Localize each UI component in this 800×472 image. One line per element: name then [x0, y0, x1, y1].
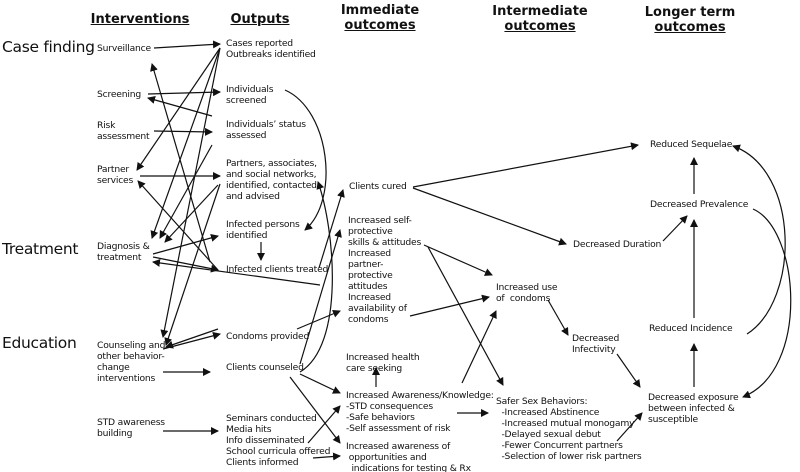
- arrow-availability-to-condom-use: [409, 294, 490, 317]
- arrow-cured-to-duration: [412, 187, 567, 246]
- arrow-treated-to-cured: [318, 189, 345, 269]
- arrow-counseled-to-partners: [299, 181, 333, 373]
- arrow-counseling-to-condoms: [162, 331, 221, 350]
- arrow-safer-sex-to-exposure: [616, 412, 643, 442]
- node-risk-assessment: Risk assessment: [97, 120, 150, 142]
- arrow-status-to-diagnosis: [159, 144, 213, 239]
- arrow-self-protective-to-condom-use: [423, 244, 493, 276]
- row-label-education: Education: [2, 334, 77, 352]
- arrow-condom-use-to-infectivity: [547, 299, 569, 336]
- arrow-cases-to-diagnosis-a: [150, 47, 221, 239]
- arrow-counseled-to-awareness-testing: [289, 376, 341, 444]
- node-reduced-sequelae: Reduced Sequelae: [650, 139, 733, 150]
- arrow-counseled-to-self-protective: [299, 229, 342, 365]
- node-safer-sex: Safer Sex Behaviors: -Increased Abstinen…: [496, 396, 642, 462]
- node-condoms-provided: Condoms provided: [226, 331, 310, 342]
- node-surveillance: Surveillance: [97, 43, 151, 54]
- header-outputs: Outputs: [230, 12, 290, 27]
- arrow-infectivity-to-exposure: [616, 353, 641, 388]
- arrow-awareness-to-condom-use: [461, 310, 497, 384]
- header-interventions: Interventions: [90, 12, 190, 27]
- arrow-diagnosis-to-infected-identified: [152, 234, 219, 255]
- node-diagnosis-treatment: Diagnosis & treatment: [97, 241, 150, 263]
- arrow-cured-to-sequelae: [412, 142, 639, 188]
- arrow-duration-to-prevalence: [662, 215, 688, 242]
- node-decreased-duration: Decreased Duration: [573, 239, 662, 250]
- row-label-treatment: Treatment: [2, 240, 79, 258]
- arrow-condoms-provided-to-availability: [296, 310, 341, 330]
- arrow-surveillance-to-cases: [153, 40, 221, 49]
- arrow-condoms-to-counseling: [165, 328, 219, 349]
- arrow-self-protective-to-safer-sex: [427, 246, 504, 386]
- node-clients-cured: Clients cured: [349, 181, 407, 192]
- node-awareness-knowledge: Increased Awareness/Knowledge: -STD cons…: [346, 390, 494, 434]
- node-counseling: Counseling and other behavior- change in…: [97, 340, 166, 384]
- arrow-screening-to-screened: [147, 88, 221, 97]
- node-infected-identified: Infected persons identified: [226, 219, 300, 241]
- node-cases-reported: Cases reported Outbreaks identified: [226, 38, 316, 60]
- node-infected-treated: Infected clients treated: [226, 264, 329, 275]
- arrow-seminars-to-awareness: [307, 405, 341, 444]
- arrow-prevalence-to-exposure: [742, 208, 792, 399]
- node-std-awareness: STD awareness building: [97, 417, 165, 439]
- arrow-diagnosis-to-infected-treated: [152, 256, 219, 273]
- row-label-case-finding: Case finding: [2, 38, 95, 56]
- node-status-assessed: Individuals’ status assessed: [226, 119, 306, 141]
- arrow-partners-to-diagnosis: [164, 184, 219, 243]
- node-partners: Partners, associates, and social network…: [226, 158, 320, 202]
- node-self-protective: Increased self- protective skills & atti…: [348, 215, 422, 325]
- node-decreased-exposure: Decreased exposure between infected & su…: [648, 392, 739, 425]
- node-partner-services: Partner services: [97, 164, 134, 186]
- arrow-clients-counseled-to-diagnosis: [152, 258, 321, 286]
- node-clients-counseled: Clients counseled: [226, 362, 304, 373]
- arrow-cases-to-counseling: [160, 47, 221, 338]
- arrow-seminars-to-awareness-testing: [312, 452, 341, 461]
- node-awareness-testing: Increased awareness of opportunities and…: [346, 441, 471, 472]
- node-screening: Screening: [97, 89, 141, 100]
- node-condom-use: Increased use of condoms: [496, 282, 558, 304]
- node-decreased-infectivity: Decreased Infectivity: [572, 333, 620, 355]
- arrow-incidence-to-sequelae: [732, 144, 786, 335]
- arrow-counseled-to-awareness: [299, 373, 341, 394]
- node-decreased-prevalence: Decreased Prevalence: [650, 199, 749, 210]
- arrow-cases-to-partner-services: [136, 47, 221, 171]
- node-health-care-seeking: Increased health care seeking: [346, 352, 420, 374]
- arrow-infected-treated-to-surveillance: [150, 63, 211, 263]
- arrow-screened-to-identified: [284, 89, 327, 231]
- node-reduced-incidence: Reduced Incidence: [649, 323, 733, 334]
- node-seminars: Seminars conducted Media hits Info disse…: [226, 413, 331, 468]
- arrow-infected-treated-to-partner-services: [137, 180, 219, 271]
- node-individuals-screened: Individuals screened: [226, 84, 274, 106]
